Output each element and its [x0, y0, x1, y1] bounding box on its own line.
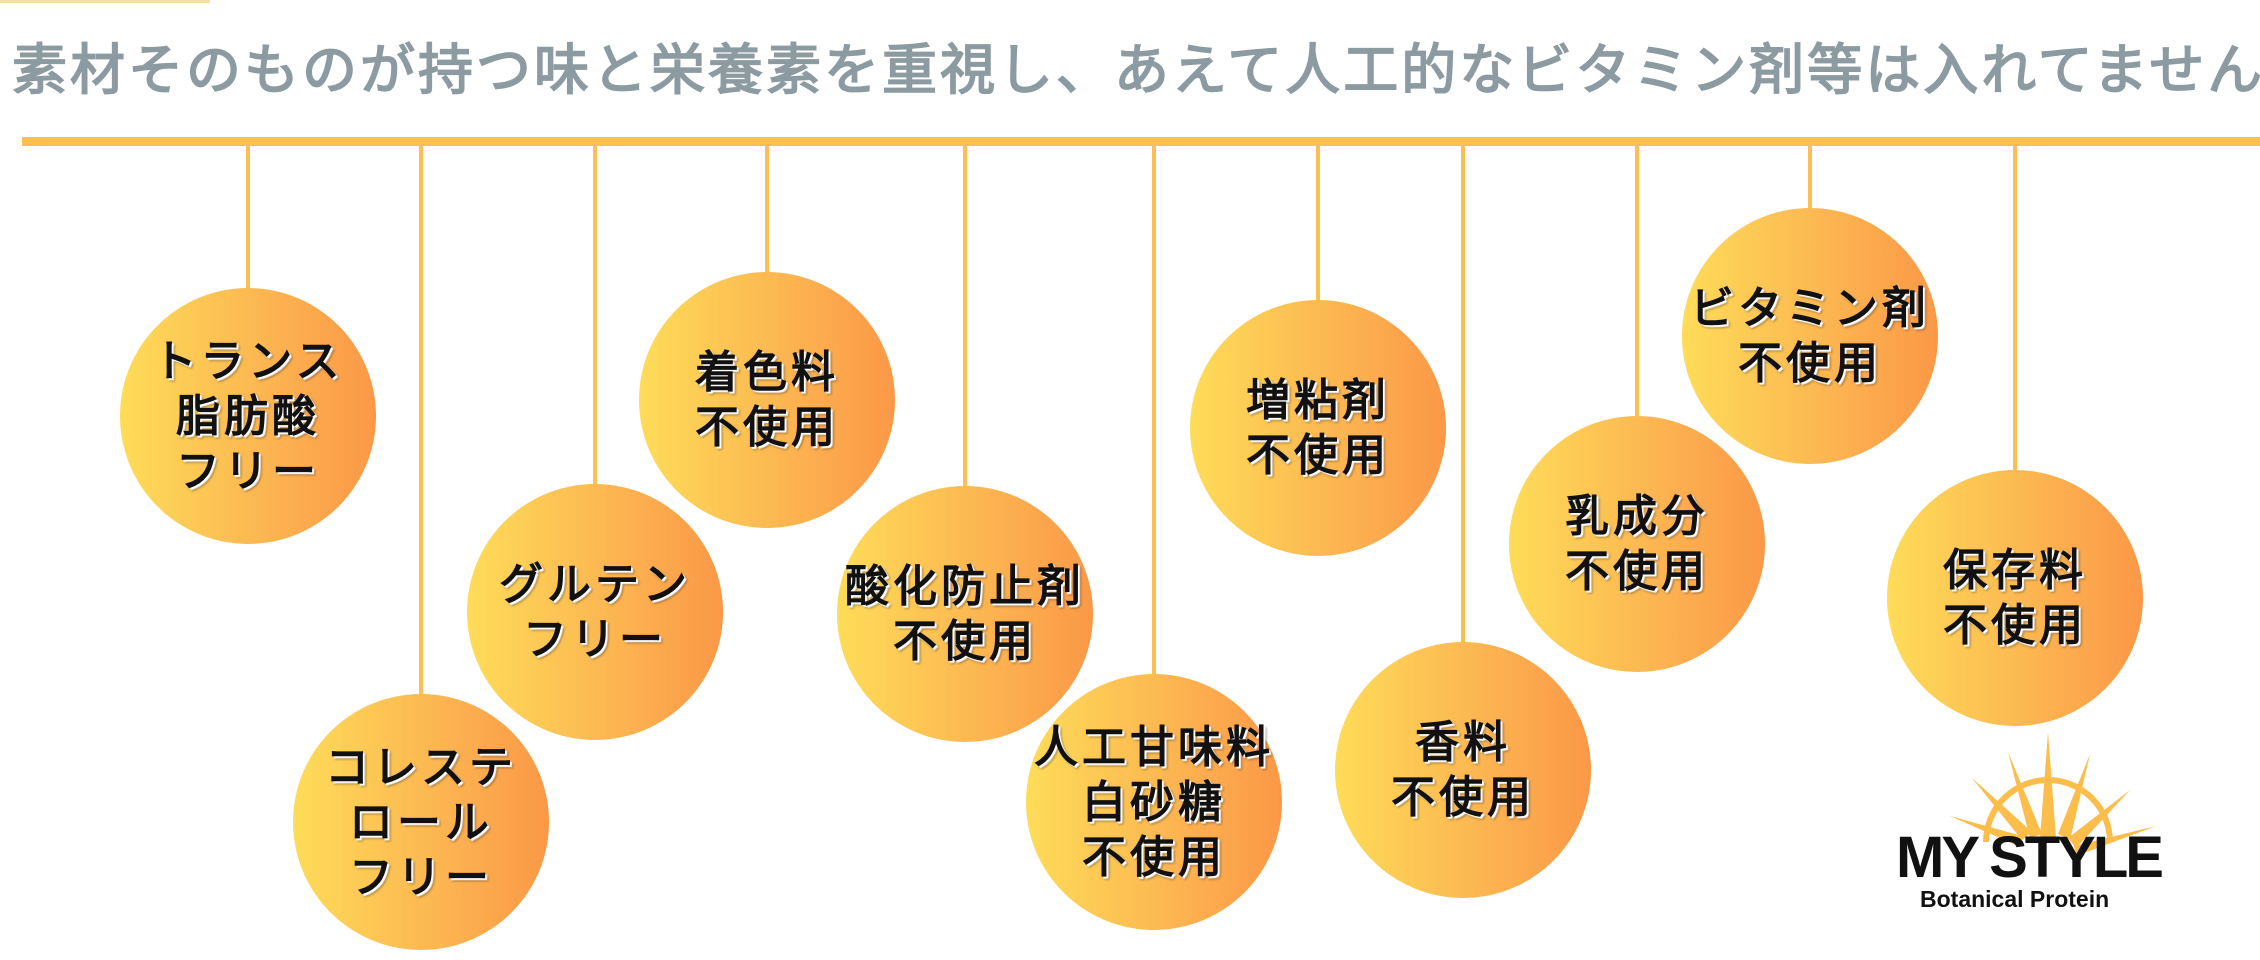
- headline: 素材そのものが持つ味と栄養素を重視し、あえて人工的なビタミン剤等は入れてません。: [12, 37, 2260, 102]
- string-cholesterol-free: [419, 146, 423, 702]
- string-no-sweetener: [1152, 146, 1156, 682]
- badge-no-vitamin: ビタミン剤 不使用: [1682, 208, 1938, 464]
- sunburst-icon: [1950, 732, 2156, 856]
- logo-tagline: Botanical Protein: [1920, 886, 2110, 912]
- badge-label: トランス 脂肪酸 フリー: [152, 335, 344, 497]
- string-gluten-free: [593, 146, 597, 498]
- string-no-thickener: [1316, 146, 1320, 312]
- badge-no-dairy: 乳成分 不使用: [1509, 416, 1765, 672]
- badge-no-sweetener: 人工甘味料 白砂糖 不使用: [1026, 674, 1282, 930]
- badge-label: 保存料 不使用: [1943, 545, 2087, 651]
- badge-cholesterol-free: コレステ ロール フリー: [293, 694, 549, 950]
- string-no-preservative: [2013, 146, 2017, 486]
- badge-label: 増粘剤 不使用: [1246, 375, 1390, 481]
- top-accent-line: [0, 0, 210, 3]
- badge-label: ビタミン剤 不使用: [1690, 283, 1930, 389]
- badge-label: 人工甘味料 白砂糖 不使用: [1034, 721, 1274, 883]
- badge-no-antioxidant: 酸化防止剤 不使用: [837, 486, 1093, 742]
- logo-name: MY STYLE: [1896, 825, 2164, 890]
- badge-label: コレステ ロール フリー: [325, 741, 517, 903]
- badge-label: 酸化防止剤 不使用: [845, 561, 1085, 667]
- hanging-bar: [22, 137, 2260, 146]
- badge-no-thickener: 増粘剤 不使用: [1190, 300, 1446, 556]
- brand-logo: MY STYLE Botanical Protein: [1890, 730, 2170, 920]
- badge-label: グルテン フリー: [499, 559, 691, 665]
- badge-label: 香料 不使用: [1391, 717, 1535, 823]
- badge-label: 乳成分 不使用: [1565, 491, 1709, 597]
- badge-no-preservative: 保存料 不使用: [1887, 470, 2143, 726]
- string-no-antioxidant: [963, 146, 967, 500]
- string-no-dairy: [1635, 146, 1639, 430]
- string-no-vitamin: [1808, 146, 1812, 222]
- string-trans-fat-free: [246, 146, 250, 310]
- badge-label: 着色料 不使用: [695, 347, 839, 453]
- badge-no-flavoring: 香料 不使用: [1335, 642, 1591, 898]
- badge-trans-fat-free: トランス 脂肪酸 フリー: [120, 288, 376, 544]
- badge-no-coloring: 着色料 不使用: [639, 272, 895, 528]
- string-no-flavoring: [1461, 146, 1465, 650]
- badge-gluten-free: グルテン フリー: [467, 484, 723, 740]
- string-no-coloring: [765, 146, 769, 294]
